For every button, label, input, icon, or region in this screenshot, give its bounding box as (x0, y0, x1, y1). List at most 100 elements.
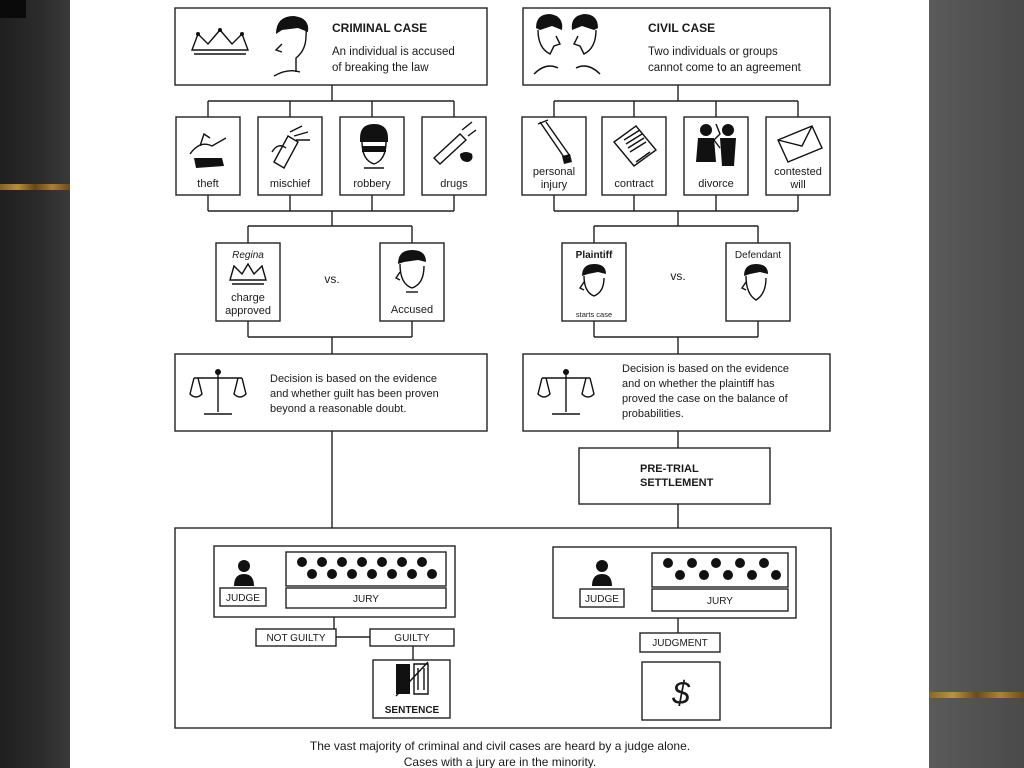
accused-head-icon (273, 16, 309, 77)
robbery-label: robbery (353, 178, 391, 190)
envelope-icon (777, 125, 823, 163)
defendant-face-icon (740, 264, 768, 301)
decorative-stripe-left (0, 184, 70, 190)
theft-label: theft (197, 178, 218, 190)
slide-right-border (929, 0, 1024, 768)
dollar-icon: $ (671, 675, 691, 711)
civil-scales-icon (537, 369, 595, 415)
contract-label: contract (614, 178, 653, 190)
crown-icon (190, 28, 250, 55)
accused-box: Accused (379, 242, 445, 322)
footer-line2: Cases with a jury are in the minority. (404, 755, 597, 768)
drugs-label: drugs (440, 178, 468, 190)
plaintiff-box: Plaintiff starts case (561, 242, 627, 322)
criminal-jury-icon (285, 551, 447, 587)
civil-title: CIVIL CASE (648, 21, 715, 35)
accused-face-icon (394, 250, 426, 293)
pretrial-settlement-box: PRE-TRIAL SETTLEMENT (578, 447, 771, 505)
corner-mark (0, 0, 26, 18)
civil-decision-line4: probabilities. (622, 408, 684, 420)
criminal-desc-line1: An individual is accused (332, 46, 455, 58)
charge-line2: approved (225, 305, 271, 317)
crime-type-drugs: drugs (421, 116, 487, 196)
starts-case-label: starts case (576, 310, 612, 319)
civil-decision-line2: and on whether the plaintiff has (622, 378, 775, 390)
accused-label: Accused (391, 304, 433, 316)
civil-type-contract: contract (601, 116, 667, 196)
criminal-judge-label: JUDGE (226, 593, 260, 604)
criminal-title: CRIMINAL CASE (332, 21, 427, 35)
civil-decision-line3: proved the case on the balance of (622, 393, 789, 405)
criminal-header-box: CRIMINAL CASE An individual is accused o… (174, 7, 488, 86)
sentence-label: SENTENCE (385, 705, 440, 716)
criminal-desc-line2: of breaking the law (332, 62, 429, 74)
criminal-courtroom: JUDGE JURY (213, 545, 456, 618)
diagram-sheet: CRIMINAL CASE An individual is accused o… (70, 0, 929, 768)
civil-decision-box: Decision is based on the evidence and on… (522, 353, 831, 432)
divorce-couple-icon (696, 123, 736, 166)
charge-line1: charge (231, 292, 265, 304)
decorative-stripe-right (929, 692, 1024, 698)
sentence-box: SENTENCE (372, 659, 451, 719)
slide-left-border (0, 0, 70, 768)
mischief-label: mischief (270, 178, 311, 190)
sentence-icon (395, 661, 429, 697)
crutch-icon (537, 119, 572, 164)
personal-injury-line2: injury (541, 179, 568, 191)
crime-type-theft: theft (175, 116, 241, 196)
civil-decision-line1: Decision is based on the evidence (622, 363, 789, 375)
spray-can-icon (271, 125, 310, 169)
civil-branch-lines (553, 85, 799, 546)
contested-will-line2: will (789, 179, 805, 191)
criminal-decision-line3: beyond a reasonable doubt. (270, 403, 406, 415)
personal-injury-line1: personal (533, 166, 575, 178)
regina-box: Regina charge approved (215, 242, 281, 322)
civil-judge-label: JUDGE (585, 594, 619, 605)
plaintiff-face-icon (578, 264, 606, 297)
dollar-box: $ (641, 661, 721, 721)
civil-header-box: CIVIL CASE Two individuals or groups can… (522, 7, 831, 86)
regina-crown-icon (229, 262, 267, 285)
civil-type-divorce: divorce (683, 116, 749, 196)
theft-icon (189, 132, 227, 168)
criminal-decision-line2: and whether guilt has been proven (270, 388, 439, 400)
judgment-box: JUDGMENT (639, 618, 721, 653)
criminal-branch-lines (207, 85, 455, 546)
divorce-label: divorce (698, 178, 733, 190)
defendant-box: Defendant (725, 242, 791, 322)
pretrial-line2: SETTLEMENT (640, 477, 714, 489)
civil-type-personal-injury: personal injury (521, 116, 587, 196)
crime-type-robbery: robbery (339, 116, 405, 196)
crime-type-mischief: mischief (257, 116, 323, 196)
court-process-diagram: CRIMINAL CASE An individual is accused o… (174, 7, 832, 768)
footer-line1: The vast majority of criminal and civil … (310, 739, 690, 753)
civil-desc-line2: cannot come to an agreement (648, 62, 802, 74)
contested-will-line1: contested (774, 166, 822, 178)
criminal-judge-icon (234, 560, 254, 586)
not-guilty-label: NOT GUILTY (266, 633, 325, 644)
civil-vs: vs. (670, 269, 685, 283)
guilty-box: GUILTY (369, 628, 455, 647)
civil-judge-icon (592, 560, 612, 586)
civil-desc-line1: Two individuals or groups (648, 46, 778, 58)
pretrial-line1: PRE-TRIAL (640, 463, 699, 475)
plaintiff-label: Plaintiff (576, 250, 613, 261)
contract-document-icon (612, 125, 658, 167)
criminal-decision-box: Decision is based on the evidence and wh… (174, 353, 488, 432)
criminal-vs: vs. (324, 272, 339, 286)
syringe-icon (432, 121, 477, 165)
defendant-label: Defendant (735, 250, 781, 261)
masked-robber-icon (360, 124, 388, 169)
scales-icon (189, 369, 247, 415)
civil-jury-icon (651, 552, 789, 588)
civil-courtroom: JUDGE JURY (552, 546, 797, 619)
not-guilty-box: NOT GUILTY (255, 628, 337, 647)
regina-label: Regina (232, 250, 264, 261)
two-heads-icon (533, 14, 601, 75)
judgment-label: JUDGMENT (652, 638, 708, 649)
civil-type-contested-will: contested will (765, 116, 831, 196)
guilty-label: GUILTY (394, 633, 430, 644)
criminal-decision-line1: Decision is based on the evidence (270, 373, 437, 385)
civil-jury-label: JURY (707, 596, 733, 607)
criminal-jury-label: JURY (353, 594, 379, 605)
